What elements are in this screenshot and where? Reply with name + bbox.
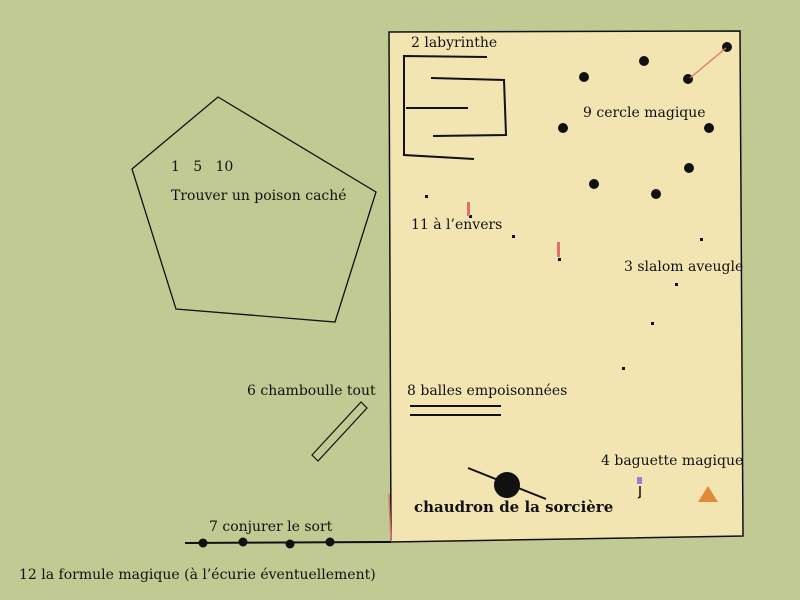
label-balles: 8 balles empoisonnées — [407, 383, 567, 399]
label-chamboule: 6 chamboulle tout — [247, 383, 376, 399]
label-poison: Trouver un poison caché — [171, 188, 347, 204]
label-formule: 12 la formule magique (à l’écurie éventu… — [19, 566, 376, 583]
red-edge-line — [388, 493, 392, 543]
label-chaudron: chaudron de la sorcière — [414, 498, 613, 516]
cauldron-icon — [467, 467, 547, 500]
label-a-l-envers: 11 à l’envers — [411, 216, 502, 233]
magic-circle-dots — [558, 42, 732, 199]
label-slalom: 3 slalom aveugle — [624, 259, 743, 275]
red-marker-1 — [467, 202, 470, 216]
label-baguette: 4 baguette magique — [601, 453, 743, 469]
poison-balls-lines — [410, 405, 501, 416]
red-marker-2 — [557, 242, 560, 257]
chamboule-box — [311, 401, 368, 462]
orange-triangle-icon — [698, 486, 718, 502]
labyrinth-drawing — [403, 54, 508, 160]
label-numbers: 1 5 10 — [171, 159, 233, 175]
magic-circle-link — [689, 47, 727, 79]
conjurer-line — [184, 537, 392, 549]
poison-pentagon — [131, 96, 377, 323]
label-labyrinthe: 2 labyrinthe — [411, 35, 497, 51]
wand-icon — [637, 477, 642, 499]
label-cercle-magique: 9 cercle magique — [583, 105, 706, 121]
label-conjurer: 7 conjurer le sort — [209, 519, 333, 535]
slalom-markers — [425, 195, 703, 370]
